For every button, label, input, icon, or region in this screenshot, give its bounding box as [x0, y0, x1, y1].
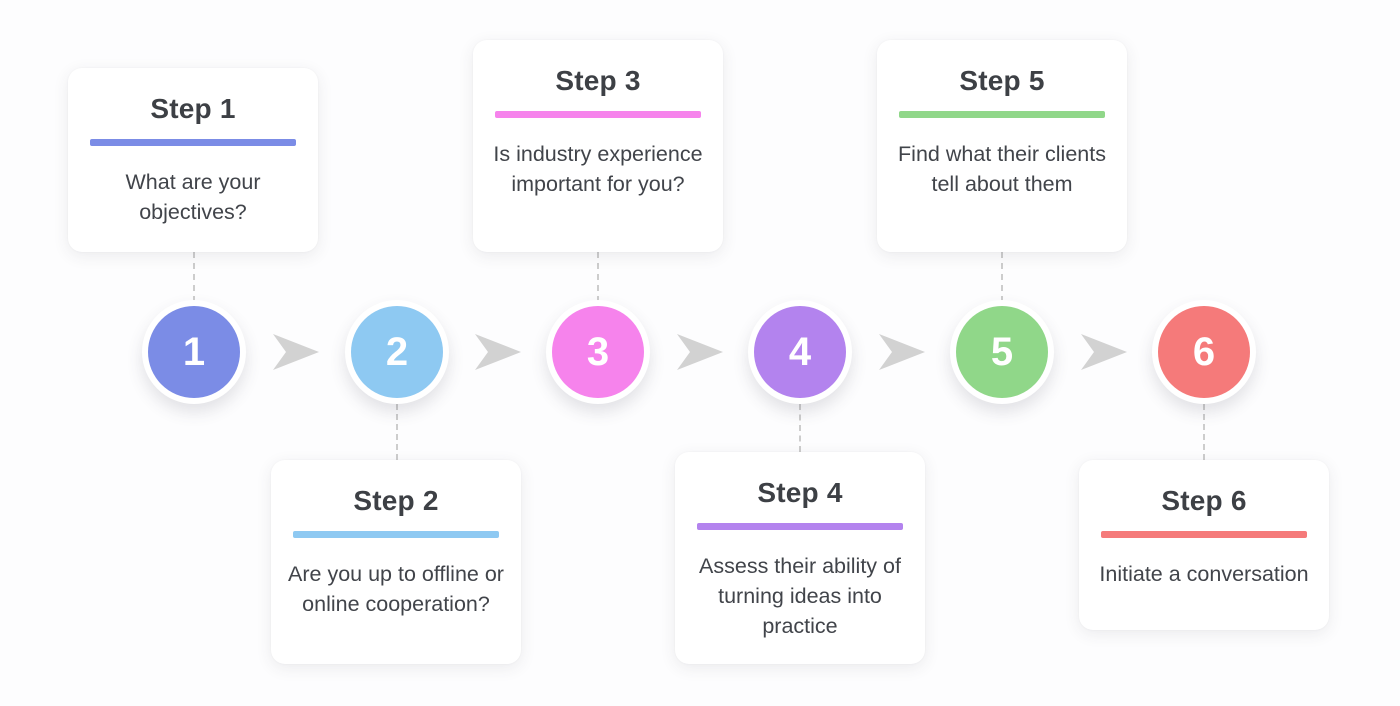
step-6-title: Step 6: [1161, 485, 1247, 516]
step-2-description: Are you up to offline or online cooperat…: [288, 562, 504, 616]
step-2-accent-bar: [293, 531, 499, 538]
step-3-description: Is industry experience important for you…: [493, 142, 703, 196]
step-5-number: 5: [990, 329, 1014, 374]
step-3-card: Step 3 Is industry experience important …: [473, 40, 723, 252]
step-2-card: Step 2 Are you up to offline or online c…: [271, 460, 521, 664]
step-4-title: Step 4: [757, 477, 843, 508]
step-4-connector-line: [799, 404, 801, 452]
step-6-connector-line: [1203, 404, 1205, 460]
step-2-connector-line: [396, 404, 398, 460]
step-5-circle-fill: 5: [956, 306, 1048, 398]
chevron-right-icon: [273, 334, 319, 370]
chevron-right-icon: [475, 334, 521, 370]
step-3-connector-line: [597, 252, 599, 302]
step-1-connector-line: [193, 252, 195, 302]
step-5-title: Step 5: [959, 65, 1045, 96]
step-1-circle: 1: [142, 300, 246, 404]
step-5-card: Step 5 Find what their clients tell abou…: [877, 40, 1127, 252]
step-3-title: Step 3: [555, 65, 641, 96]
step-3-number: 3: [586, 329, 610, 374]
step-2-circle: 2: [345, 300, 449, 404]
step-4-accent-bar: [697, 523, 903, 530]
step-1-number: 1: [182, 329, 206, 374]
chevron-right-icon: [879, 334, 925, 370]
step-1-title: Step 1: [150, 93, 236, 124]
step-6-card: Step 6 Initiate a conversation: [1079, 460, 1329, 630]
step-4-number: 4: [788, 329, 812, 374]
step-5-circle: 5: [950, 300, 1054, 404]
step-6-circle: 6: [1152, 300, 1256, 404]
step-4-circle: 4: [748, 300, 852, 404]
step-3-circle-fill: 3: [552, 306, 644, 398]
step-1-circle-fill: 1: [148, 306, 240, 398]
chevron-right-icon: [1081, 334, 1127, 370]
step-5-description: Find what their clients tell about them: [898, 142, 1106, 196]
step-4-circle-fill: 4: [754, 306, 846, 398]
step-3-circle: 3: [546, 300, 650, 404]
step-3-accent-bar: [495, 111, 701, 118]
step-1-card: Step 1 What are your objectives?: [68, 68, 318, 252]
step-1-description: What are your objectives?: [125, 170, 261, 224]
step-6-number: 6: [1192, 329, 1216, 374]
step-2-circle-fill: 2: [351, 306, 443, 398]
step-2-title: Step 2: [353, 485, 439, 516]
step-1-accent-bar: [90, 139, 296, 146]
step-5-connector-line: [1001, 252, 1003, 302]
step-4-card: Step 4 Assess their ability of turning i…: [675, 452, 925, 664]
step-4-description: Assess their ability of turning ideas in…: [699, 554, 901, 638]
step-6-accent-bar: [1101, 531, 1307, 538]
step-6-circle-fill: 6: [1158, 306, 1250, 398]
chevron-right-icon: [677, 334, 723, 370]
step-5-accent-bar: [899, 111, 1105, 118]
step-6-description: Initiate a conversation: [1099, 562, 1309, 586]
step-2-number: 2: [385, 329, 409, 374]
